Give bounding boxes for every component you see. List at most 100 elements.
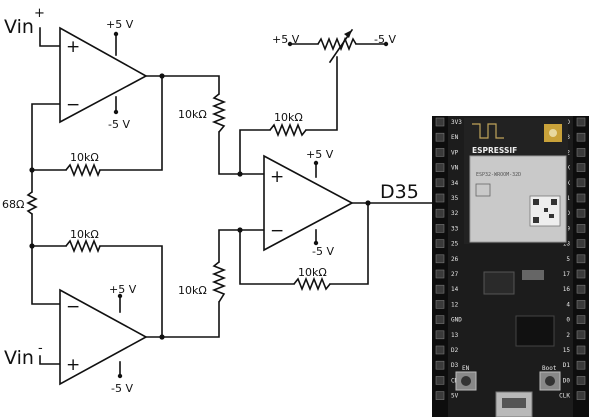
wire-fb3-right bbox=[329, 202, 369, 285]
boot-button-cap bbox=[545, 376, 555, 386]
ce-mark bbox=[475, 183, 491, 197]
left-pin-hole bbox=[435, 284, 445, 294]
left-pin-label: 12 bbox=[451, 301, 459, 308]
right-pin-label: D0 bbox=[563, 377, 571, 384]
left-pin-hole bbox=[435, 208, 445, 218]
op-amp-1-plus: + bbox=[66, 37, 80, 57]
right-pin-hole bbox=[576, 163, 586, 172]
wire-fb2-right bbox=[99, 245, 163, 338]
wire-vin-plus bbox=[39, 27, 61, 47]
left-pin-hole bbox=[435, 254, 445, 264]
resistor-fb1 bbox=[65, 162, 101, 178]
vin-minus-superscript: - bbox=[38, 341, 43, 356]
left-pin-hole bbox=[435, 315, 445, 324]
antenna-connector-center bbox=[549, 129, 557, 137]
right-pin-label: D1 bbox=[563, 362, 571, 369]
antenna-trace bbox=[472, 123, 504, 139]
wire-r-pot-right bbox=[305, 56, 338, 131]
resistor-ref bbox=[269, 122, 307, 138]
resistor-fb2 bbox=[65, 238, 101, 254]
op-amp-3: − + bbox=[59, 288, 148, 386]
left-pin-hole bbox=[435, 193, 445, 203]
junction-fb1 bbox=[29, 167, 35, 173]
left-pin-hole bbox=[435, 269, 445, 279]
right-pin-label: 16 bbox=[563, 286, 571, 293]
supply-dot-oa1-minus bbox=[113, 109, 119, 115]
vin-plus-superscript: + bbox=[34, 6, 45, 21]
left-pin-hole bbox=[435, 345, 445, 355]
left-pin-label: 13 bbox=[451, 332, 459, 339]
vin-plus-label: Vin bbox=[4, 16, 34, 38]
r-fb2-label: 10kΩ bbox=[70, 228, 99, 241]
left-pin-hole bbox=[435, 163, 445, 172]
module-brand: ESPRESSIF bbox=[472, 146, 517, 155]
left-pin-hole bbox=[435, 224, 445, 233]
module-name: ESP32-WROOM-32D bbox=[476, 172, 521, 178]
left-pin-label: EN bbox=[451, 134, 459, 141]
left-pin-hole bbox=[435, 391, 445, 400]
en-label: EN bbox=[462, 365, 470, 372]
left-pin-hole bbox=[435, 132, 445, 142]
left-pin-label: VP bbox=[451, 149, 459, 156]
right-pin-hole bbox=[576, 330, 586, 340]
right-pin-hole bbox=[576, 391, 586, 400]
resistor-68 bbox=[26, 191, 38, 215]
right-pin-hole bbox=[576, 132, 586, 142]
r-68-label: 68Ω bbox=[2, 198, 24, 211]
right-pin-label: 4 bbox=[566, 301, 570, 308]
r-ref-label: 10kΩ bbox=[274, 111, 303, 124]
right-pin-hole bbox=[576, 300, 586, 309]
r-fb3-label: 10kΩ bbox=[298, 266, 327, 279]
labels: Vin + Vin - D35 +5 V -5 V +5 V -5 V +5 V… bbox=[2, 6, 419, 395]
r-fb1-label: 10kΩ bbox=[70, 151, 99, 164]
wire-to-oa2-minus bbox=[218, 229, 265, 263]
right-pin-hole bbox=[576, 376, 586, 385]
oa2-plus5-label: +5 V bbox=[306, 148, 334, 161]
junction-oa1-out bbox=[159, 73, 165, 79]
left-pin-label: 14 bbox=[451, 286, 459, 293]
left-pin-label: D3 bbox=[451, 362, 459, 369]
left-pin-hole bbox=[435, 239, 445, 248]
junctions bbox=[29, 31, 389, 379]
resistor-lower-series bbox=[211, 261, 227, 303]
right-pin-hole bbox=[576, 208, 586, 218]
supply-dot-oa1-plus bbox=[113, 31, 119, 37]
boot-label: Boot bbox=[542, 365, 557, 372]
right-pin-hole bbox=[576, 224, 586, 233]
pot-dot-minus bbox=[383, 41, 389, 47]
oa1-plus5-label: +5 V bbox=[106, 18, 134, 31]
junction-fb2 bbox=[29, 243, 35, 249]
regulator bbox=[483, 271, 515, 295]
left-pin-holes bbox=[435, 117, 445, 400]
qr-code-pattern bbox=[533, 199, 557, 223]
right-pin-hole bbox=[576, 239, 586, 248]
wire-oa1-out bbox=[145, 75, 220, 95]
op-amp-2-body bbox=[263, 154, 354, 252]
left-pin-label: 26 bbox=[451, 256, 459, 263]
right-pin-holes bbox=[576, 117, 586, 400]
potentiometer-arrow-head bbox=[344, 30, 352, 38]
wire-oa1-inverting bbox=[31, 103, 61, 193]
op-amp-3-minus: − bbox=[66, 297, 80, 317]
right-pin-hole bbox=[576, 345, 586, 355]
vin-minus-label: Vin bbox=[4, 347, 34, 369]
r-lower-label: 10kΩ bbox=[178, 284, 207, 297]
left-header bbox=[432, 116, 448, 417]
right-pin-label: CLK bbox=[559, 393, 570, 400]
right-pin-hole bbox=[576, 148, 586, 157]
potentiometer bbox=[317, 36, 357, 52]
oa3-plus5-label: +5 V bbox=[109, 283, 137, 296]
wire-fb3-left bbox=[239, 229, 295, 285]
left-pin-hole bbox=[435, 330, 445, 340]
right-pin-hole bbox=[576, 284, 586, 294]
right-pin-hole bbox=[576, 117, 586, 127]
junction-oa3-out bbox=[159, 334, 165, 340]
micro-usb-opening bbox=[502, 398, 526, 408]
esp32-board: 3V3ENVPVN343532332526271412GND13D2D3CMD5… bbox=[432, 116, 589, 417]
usb-uart-chip bbox=[515, 315, 555, 347]
right-pin-label: 18 bbox=[563, 241, 571, 248]
junction-oa2-out bbox=[365, 200, 371, 206]
wire-vin-minus bbox=[39, 355, 61, 365]
right-pin-label: 5 bbox=[566, 256, 570, 263]
right-header bbox=[573, 116, 589, 417]
